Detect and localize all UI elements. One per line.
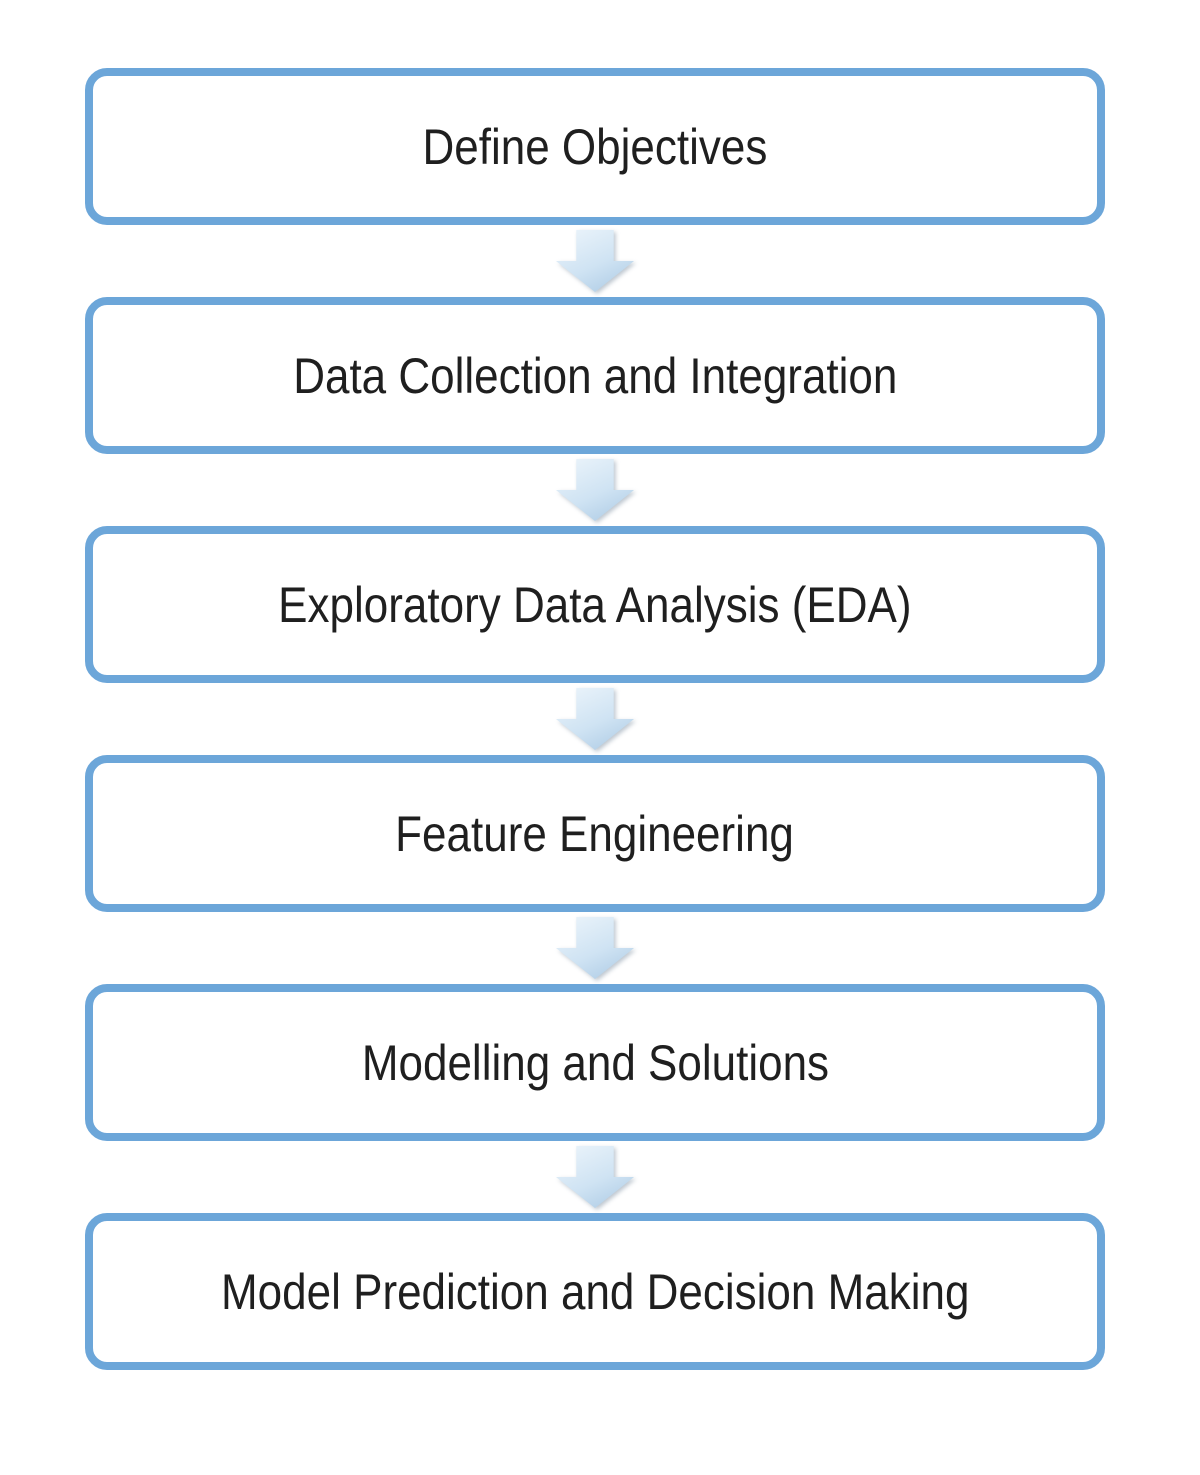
flow-step-data-collection-and-integration: Data Collection and Integration — [85, 297, 1105, 454]
connector-3 — [556, 683, 634, 755]
process-flowchart: Define Objectives Data Collection and In… — [85, 68, 1105, 1370]
flow-step-label: Modelling and Solutions — [361, 1034, 829, 1091]
flow-step-label: Define Objectives — [422, 118, 768, 175]
flow-step-label: Model Prediction and Decision Making — [220, 1263, 970, 1320]
flow-step-label: Exploratory Data Analysis (EDA) — [278, 576, 912, 633]
flow-step-model-prediction-and-decision-making: Model Prediction and Decision Making — [85, 1213, 1105, 1370]
down-arrow-icon — [556, 1146, 634, 1208]
flow-step-feature-engineering: Feature Engineering — [85, 755, 1105, 912]
down-arrow-icon — [556, 917, 634, 979]
flow-step-define-objectives: Define Objectives — [85, 68, 1105, 225]
connector-4 — [556, 912, 634, 984]
down-arrow-icon — [556, 688, 634, 750]
connector-2 — [556, 454, 634, 526]
flow-step-label: Data Collection and Integration — [292, 347, 898, 404]
down-arrow-icon — [556, 459, 634, 521]
flow-step-modelling-and-solutions: Modelling and Solutions — [85, 984, 1105, 1141]
down-arrow-icon — [556, 230, 634, 292]
flow-step-label: Feature Engineering — [395, 805, 795, 862]
connector-5 — [556, 1141, 634, 1213]
connector-1 — [556, 225, 634, 297]
flow-step-exploratory-data-analysis: Exploratory Data Analysis (EDA) — [85, 526, 1105, 683]
